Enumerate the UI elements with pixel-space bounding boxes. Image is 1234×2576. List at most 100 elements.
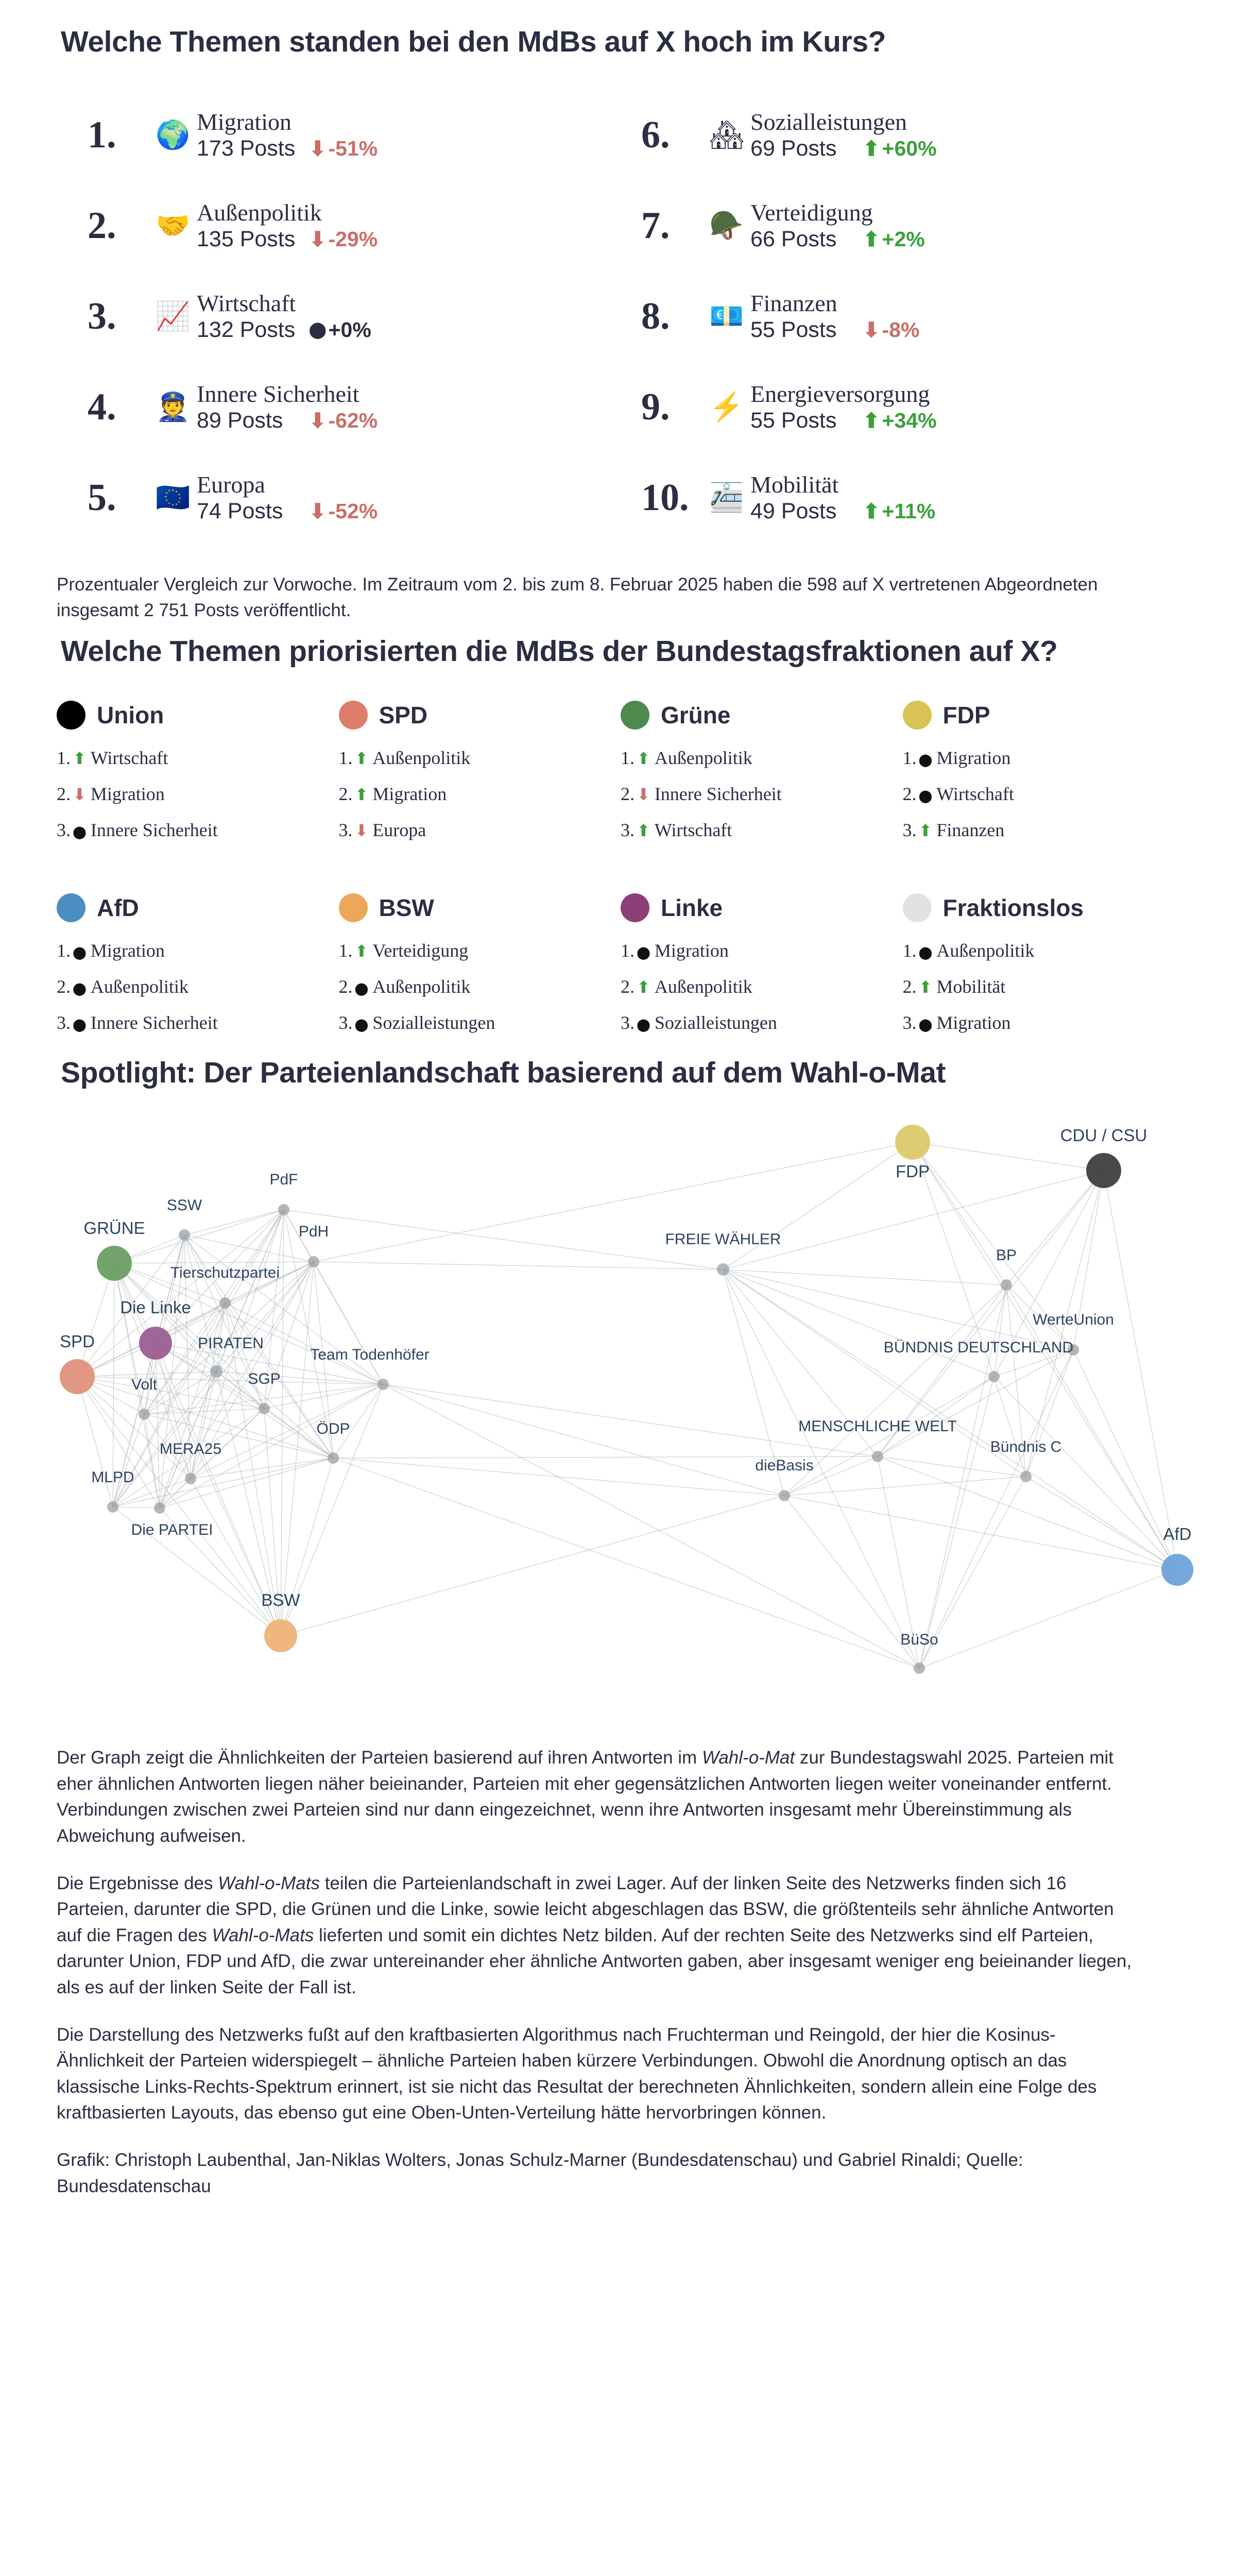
- trend-up-icon: ⬆: [863, 500, 880, 523]
- rank-stats: 49 Posts⬆+11%: [750, 498, 935, 525]
- network-edge: [77, 1261, 314, 1377]
- network-edge: [1006, 1171, 1104, 1285]
- network-node-label: BÜNDNIS DEUTSCHLAND: [884, 1339, 1073, 1356]
- network-edge: [112, 1263, 115, 1507]
- network-node[interactable]: [914, 1663, 925, 1674]
- network-node[interactable]: [1068, 1344, 1079, 1356]
- network-edge: [333, 1456, 878, 1459]
- network-edge: [155, 1209, 284, 1344]
- network-edges: [77, 1142, 1178, 1669]
- rank-topic-label: Wirtschaft: [197, 290, 296, 316]
- rank-delta-value: +2%: [882, 227, 925, 251]
- network-edge: [1025, 1476, 1178, 1570]
- network-edge: [159, 1262, 314, 1509]
- network-edge: [919, 1377, 995, 1669]
- rank-number: 9.: [641, 386, 670, 428]
- network-edge: [184, 1235, 265, 1409]
- network-node[interactable]: [308, 1256, 319, 1268]
- party-topic-rank: 1.: [621, 748, 635, 769]
- network-node[interactable]: [185, 1473, 196, 1485]
- network-node[interactable]: [278, 1204, 289, 1216]
- party-color-dot: [902, 893, 932, 923]
- network-edge: [114, 1263, 265, 1409]
- rank-number: 10.: [641, 477, 689, 519]
- party-name-label: Fraktionslos: [942, 894, 1084, 922]
- network-node[interactable]: [988, 1371, 1000, 1383]
- network-node-label: Volt: [131, 1376, 158, 1393]
- network-node[interactable]: [97, 1246, 132, 1281]
- network-edge: [784, 1495, 1178, 1570]
- rank-number: 4.: [88, 386, 116, 428]
- rank-delta-value: -52%: [328, 499, 378, 523]
- party-topic-label: Außenpolitik: [936, 940, 1035, 961]
- party-topic-row: 1.⬆Außenpolitik: [621, 749, 893, 767]
- rank-stats: 55 Posts⬆+34%: [750, 408, 937, 434]
- network-node[interactable]: [1020, 1471, 1032, 1483]
- network-edge: [1025, 1171, 1104, 1477]
- trend-down-icon: ⬇: [309, 137, 327, 160]
- network-edge: [114, 1263, 191, 1479]
- party-topic-rank: 2.: [621, 784, 635, 805]
- party-name-label: Linke: [661, 894, 723, 922]
- network-node[interactable]: [779, 1490, 790, 1502]
- trend-down-icon: ⬇: [637, 785, 650, 804]
- network-node[interactable]: [139, 1327, 172, 1360]
- rank-delta-badge: ⬆+2%: [863, 227, 925, 251]
- network-node[interactable]: [60, 1359, 95, 1395]
- network-node-label: MENSCHLICHE WELT: [798, 1418, 957, 1435]
- network-edge: [283, 1209, 724, 1270]
- network-node[interactable]: [154, 1502, 165, 1514]
- network-node[interactable]: [210, 1365, 222, 1378]
- rank-stats: 69 Posts⬆+60%: [750, 135, 937, 162]
- network-edge: [114, 1263, 384, 1385]
- network-node[interactable]: [1001, 1279, 1012, 1291]
- p2-part-a: Die Ergebnisse des: [57, 1873, 218, 1893]
- rank-post-count: 66 Posts: [750, 226, 837, 251]
- network-edge: [77, 1377, 281, 1636]
- network-edge: [77, 1209, 284, 1377]
- military-helmet-icon: 🪖: [709, 210, 744, 241]
- party-topic-rank: 2.: [338, 784, 353, 805]
- network-node[interactable]: [378, 1379, 389, 1391]
- network-edge: [225, 1303, 334, 1459]
- network-node[interactable]: [328, 1452, 339, 1464]
- network-node[interactable]: [872, 1451, 883, 1463]
- network-node[interactable]: [717, 1263, 729, 1276]
- party-topic-row: 2.⬇Migration: [57, 785, 329, 803]
- network-node[interactable]: [107, 1501, 118, 1513]
- network-edge: [112, 1303, 226, 1507]
- trend-down-icon: ⬇: [309, 409, 327, 432]
- network-node[interactable]: [1086, 1153, 1121, 1189]
- rank-number: 2.: [88, 205, 116, 247]
- party-topic-rank: 1.: [57, 940, 71, 961]
- network-node[interactable]: [139, 1409, 150, 1420]
- rank-delta-badge: ⬇-8%: [863, 318, 919, 342]
- party-header: Grüne: [621, 693, 893, 737]
- network-node[interactable]: [259, 1403, 270, 1415]
- rank-delta-value: +11%: [882, 499, 936, 523]
- network-node[interactable]: [219, 1297, 231, 1309]
- network-node[interactable]: [179, 1229, 190, 1241]
- network-edge: [77, 1376, 384, 1385]
- network-node[interactable]: [264, 1619, 297, 1653]
- network-node[interactable]: [1161, 1554, 1193, 1586]
- network-edge: [313, 1262, 384, 1385]
- party-topic-row: 1.⬆Wirtschaft: [57, 749, 329, 767]
- network-node[interactable]: [895, 1125, 930, 1160]
- trend-flat-icon: ⬤: [73, 946, 87, 960]
- trend-up-icon: ⬆: [637, 821, 650, 840]
- network-edge: [877, 1456, 1026, 1477]
